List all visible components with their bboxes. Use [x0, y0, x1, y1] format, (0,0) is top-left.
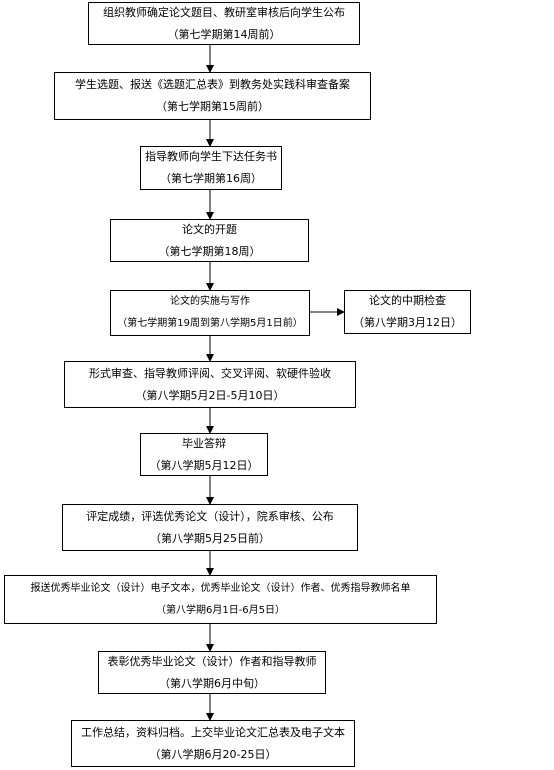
step-11-box: 表彰优秀毕业论文（设计）作者和指导教师 （第八学期6月中旬）	[98, 651, 326, 694]
step-time: （第七学期第15周前）	[156, 100, 269, 113]
step-12-box: 工作总结，资料归档。上交毕业论文汇总表及电子文本 （第八学期6月20-25日）	[71, 720, 355, 767]
step-7-box: 形式审查、指导教师评阅、交叉评阅、软硬件验收 （第八学期5月2日-5月10日）	[64, 361, 356, 408]
step-time: （第八学期6月1日-6月5日）	[155, 604, 286, 616]
step-time: （第八学期5月25日前）	[150, 531, 270, 545]
step-time: （第七学期第19周到第八学期5月1日前）	[117, 318, 303, 329]
step-title: 组织教师确定论文题目、教研室审核后向学生公布	[103, 5, 345, 19]
step-time: （第八学期6月20-25日）	[149, 747, 277, 761]
step-time: （第八学期5月12日）	[149, 458, 259, 472]
step-time: （第八学期6月中旬）	[159, 676, 265, 690]
step-title: 论文的开题	[182, 222, 237, 236]
step-time: （第七学期第14周前）	[167, 27, 281, 41]
step-title: 报送优秀毕业论文（设计）电子文本，优秀毕业论文（设计）作者、优秀指导教师名单	[30, 582, 411, 594]
step-title: 指导教师向学生下达任务书	[145, 150, 277, 163]
step-10-box: 报送优秀毕业论文（设计）电子文本，优秀毕业论文（设计）作者、优秀指导教师名单 （…	[4, 575, 437, 624]
step-3-box: 指导教师向学生下达任务书 （第七学期第16周）	[140, 146, 282, 190]
step-title: 形式审查、指导教师评阅、交叉评阅、软硬件验收	[89, 366, 331, 380]
step-time: （第七学期第18周）	[158, 244, 261, 258]
step-title: 评定成绩，评选优秀论文（设计），院系审核、公布	[86, 509, 334, 523]
step-5-box: 论文的实施与写作 （第七学期第19周到第八学期5月1日前）	[110, 290, 310, 336]
step-title: 工作总结，资料归档。上交毕业论文汇总表及电子文本	[81, 725, 345, 739]
step-6-box: 论文的中期检查 （第八学期3月12日）	[344, 290, 471, 334]
step-time: （第八学期5月2日-5月10日）	[135, 388, 285, 402]
step-1-box: 组织教师确定论文题目、教研室审核后向学生公布 （第七学期第14周前）	[88, 2, 360, 45]
step-title: 表彰优秀毕业论文（设计）作者和指导教师	[107, 654, 317, 668]
step-4-box: 论文的开题 （第七学期第18周）	[110, 219, 309, 262]
step-title: 学生选题、报送《选题汇总表》到教务处实践科审查备案	[75, 78, 350, 91]
step-time: （第七学期第16周）	[160, 172, 262, 185]
step-title: 论文的中期检查	[369, 294, 446, 307]
step-8-box: 毕业答辩 （第八学期5月12日）	[140, 433, 268, 476]
step-title: 论文的实施与写作	[170, 296, 250, 307]
step-2-box: 学生选题、报送《选题汇总表》到教务处实践科审查备案 （第七学期第15周前）	[54, 72, 371, 120]
step-time: （第八学期3月12日）	[353, 316, 462, 329]
step-title: 毕业答辩	[182, 436, 226, 450]
step-9-box: 评定成绩，评选优秀论文（设计），院系审核、公布 （第八学期5月25日前）	[62, 504, 358, 551]
